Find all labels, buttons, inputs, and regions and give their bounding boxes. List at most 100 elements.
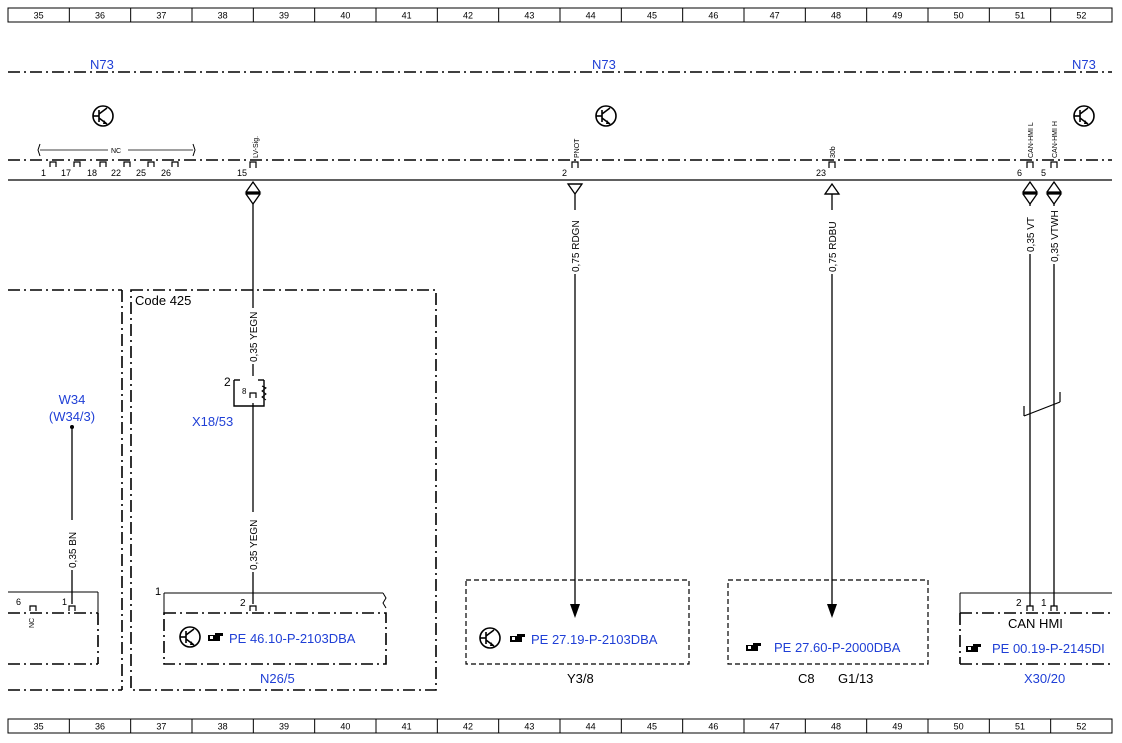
wire-6[interactable]: 0,35 VT: [1023, 204, 1037, 606]
hand-pointer-icon: [208, 633, 223, 641]
ruler-cell-number: 45: [647, 722, 657, 732]
ruler-cell-number: 46: [708, 11, 718, 21]
pin-signal-label: CAN-HMI L: [1028, 122, 1035, 158]
n73-label-left[interactable]: N73: [90, 57, 114, 72]
n73-label-right[interactable]: N73: [1072, 57, 1096, 72]
pin-signal-label: PNOT: [574, 138, 581, 158]
nc-label: NC: [29, 618, 36, 628]
pin-arrow-symbols: [244, 180, 1063, 206]
ruler-cell-number: 35: [34, 722, 44, 732]
ruler-cell-number: 39: [279, 722, 289, 732]
pin-number: 2: [240, 598, 246, 609]
wire-15[interactable]: 0,35 YEGN 0,35 YEGN: [246, 204, 260, 604]
wire-color-label: 0,75 RDGN: [571, 220, 582, 272]
wire-color-label: 0,35 VTWH: [1050, 210, 1061, 262]
ruler-cell-number: 38: [218, 722, 228, 732]
pin-number: 23: [816, 168, 826, 178]
ruler-cell-number: 50: [954, 11, 964, 21]
ruler-cell-number: 38: [218, 11, 228, 21]
n26-5-component[interactable]: 1 2 PE 46.10-P-2103DBA N26/5: [155, 586, 387, 686]
w34-subname[interactable]: (W34/3): [49, 409, 95, 424]
pin-number: 2: [562, 168, 567, 178]
wire-23[interactable]: 0,75 RDBU: [825, 194, 839, 618]
ruler-cell-number: 47: [770, 11, 780, 21]
code-425-label: Code 425: [135, 293, 191, 308]
pin-signal-label: CAN-HMI H: [1052, 121, 1059, 158]
ruler-cell-number: 41: [402, 11, 412, 21]
ruler-cell-number: 35: [34, 11, 44, 21]
ruler-cell-number: 46: [708, 722, 718, 732]
ruler-cell-number: 43: [524, 11, 534, 21]
hand-pointer-icon: [746, 643, 761, 651]
hand-pointer-icon: [966, 644, 981, 652]
hand-pointer-icon: [510, 634, 525, 642]
x18-53-connector[interactable]: 2 8 X18/53: [192, 375, 267, 429]
pin-number: 5: [1041, 168, 1046, 178]
pin-number: 6: [16, 597, 21, 607]
pin-6[interactable]: 6 CAN-HMI L: [1017, 122, 1035, 178]
w34-wire[interactable]: W34 (W34/3) 0,35 BN: [49, 392, 95, 604]
wire-color-label: 0,35 VT: [1026, 217, 1037, 252]
ruler-cell-number: 36: [95, 722, 105, 732]
y3-8-component[interactable]: PE 27.19-P-2103DBA Y3/8: [465, 579, 690, 686]
ruler-cell-number: 42: [463, 722, 473, 732]
x30-20-ref-link[interactable]: PE 00.19-P-2145DI: [992, 641, 1105, 656]
ruler-cell-number: 50: [954, 722, 964, 732]
can-hmi-label: CAN HMI: [1008, 616, 1063, 631]
pin-5[interactable]: 5 CAN-HMI H: [1041, 121, 1059, 178]
nc-pin-number: 25: [136, 168, 146, 178]
transistor-icon: [1073, 105, 1095, 127]
ruler-cell-number: 37: [156, 722, 166, 732]
transistor-icon: [595, 105, 617, 127]
c8-ref-link[interactable]: PE 27.60-P-2000DBA: [774, 640, 901, 655]
transistor-icon: [92, 105, 114, 127]
code-425-region: Code 425: [130, 289, 437, 691]
n26-5-name[interactable]: N26/5: [260, 671, 295, 686]
nc-pin-number: 17: [61, 168, 71, 178]
wire-color-label: 0,35 YEGN: [249, 312, 260, 362]
ruler-cell-number: 49: [892, 722, 902, 732]
pin-number: 1: [155, 586, 161, 598]
x30-20-component[interactable]: 2 1 CAN HMI PE 00.19-P-2145DI X30/20: [959, 592, 1112, 686]
y3-8-name: Y3/8: [567, 671, 594, 686]
pin-number: 1: [62, 597, 67, 607]
n26-5-ref-link[interactable]: PE 46.10-P-2103DBA: [229, 631, 356, 646]
pin-15[interactable]: 15 LV-Sig.: [237, 136, 260, 178]
nc-pin-number: 18: [87, 168, 97, 178]
wire-5[interactable]: 0,35 VTWH: [1047, 204, 1061, 606]
c8-name: C8: [798, 671, 815, 686]
ruler-cell-number: 49: [892, 11, 902, 21]
ruler-cell-number: 51: [1015, 722, 1025, 732]
ruler-cell-number: 37: [156, 11, 166, 21]
pin-2[interactable]: 2 PNOT: [562, 138, 581, 178]
ruler-cell-number: 44: [586, 11, 596, 21]
wire-2[interactable]: 0,75 RDGN: [568, 194, 582, 618]
ruler-cell-number: 44: [586, 722, 596, 732]
y3-8-ref-link[interactable]: PE 27.19-P-2103DBA: [531, 632, 658, 647]
c8-g1-13-component[interactable]: PE 27.60-P-2000DBA C8 G1/13: [727, 579, 929, 686]
x18-53-name[interactable]: X18/53: [192, 414, 233, 429]
g1-13-name: G1/13: [838, 671, 873, 686]
connector-inner-pin: 8: [242, 387, 247, 396]
left-component-box: 6 1 NC: [8, 289, 123, 691]
w34-name[interactable]: W34: [59, 392, 86, 407]
ruler-cell-number: 39: [279, 11, 289, 21]
connector-pin: 2: [224, 375, 231, 389]
wire-color-label: 0,35 BN: [68, 532, 79, 568]
pin-signal-label: 30b: [830, 146, 837, 158]
pin-23[interactable]: 23 30b: [816, 146, 837, 178]
nc-bracket: NC: [37, 143, 196, 157]
pin-signal-label: LV-Sig.: [253, 136, 260, 158]
n73-label-center[interactable]: N73: [592, 57, 616, 72]
ruler-cell-number: 36: [95, 11, 105, 21]
pin-number: 15: [237, 168, 247, 178]
ruler-cell-number: 47: [770, 722, 780, 732]
ruler-cell-number: 40: [340, 11, 350, 21]
x30-20-name[interactable]: X30/20: [1024, 671, 1065, 686]
transistor-icon: [179, 626, 201, 648]
pin-number: 2: [1016, 598, 1022, 609]
ruler-cell-number: 40: [340, 722, 350, 732]
ruler-cell-number: 52: [1076, 722, 1086, 732]
